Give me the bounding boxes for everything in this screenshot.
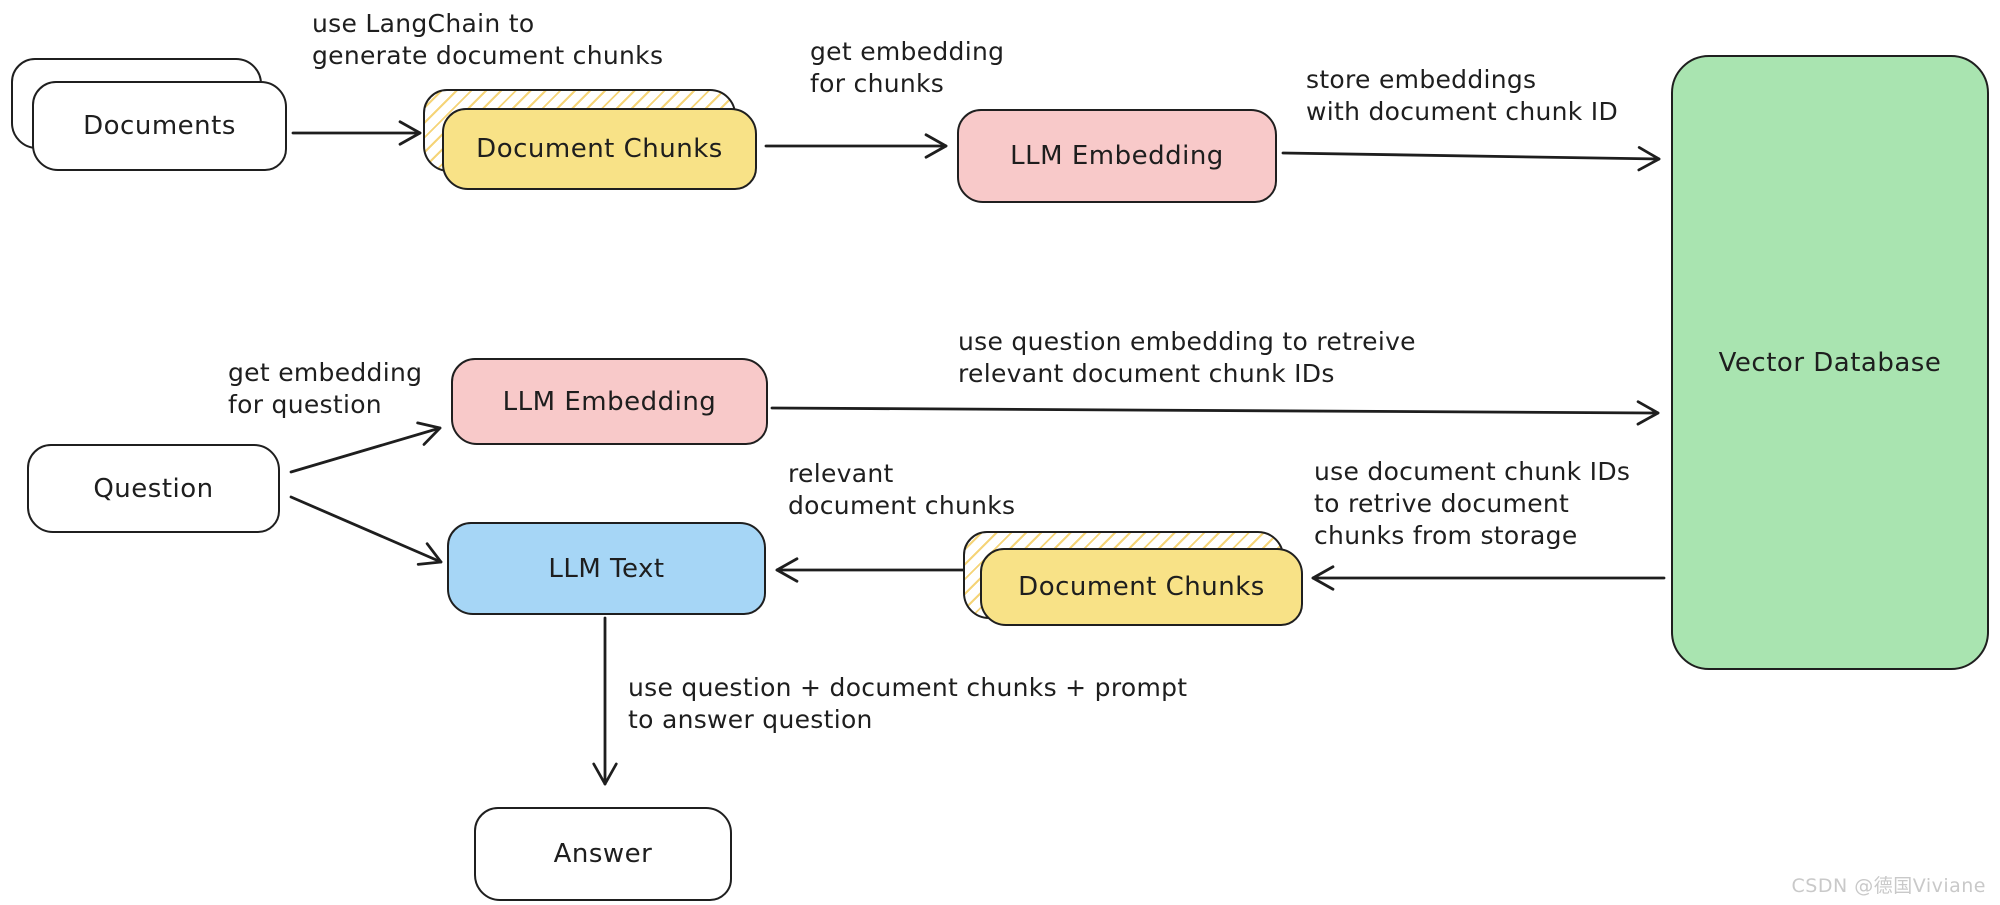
label-relevant-chunks: relevant document chunks [788,459,1016,520]
node-llm-text-label: LLM Text [548,553,665,584]
node-documents: Documents [32,81,287,171]
label-store-embeddings: store embeddings with document chunk ID [1306,65,1618,126]
node-llm-embedding-top-label: LLM Embedding [1010,141,1224,171]
node-doc-chunks-top: Document Chunks [442,108,757,190]
label-get-embedding-chunks: get embedding for chunks [810,37,1005,98]
node-llm-embedding-mid-label: LLM Embedding [502,386,717,417]
arrow-question-to-llm-embedding [289,421,442,474]
arrow-llm-embedding-to-vector-db [1281,146,1661,172]
node-vector-database: Vector Database [1671,55,1989,670]
node-llm-embedding-top: LLM Embedding [957,109,1277,203]
label-use-question-embedding: use question embedding to retreive relev… [958,327,1416,388]
csdn-watermark: CSDN @德国Viviane [1791,875,1986,897]
node-question: Question [27,444,280,533]
node-question-label: Question [93,473,214,504]
label-use-question-prompt: use question + document chunks + prompt … [628,673,1188,734]
node-answer-label: Answer [553,839,653,869]
node-doc-chunks-top-label: Document Chunks [476,134,723,164]
node-documents-label: Documents [83,111,236,141]
label-get-embedding-question: get embedding for question [228,358,423,419]
arrow-question-to-llm-text [289,495,443,566]
node-vector-database-label: Vector Database [1718,347,1942,378]
node-answer: Answer [474,807,732,901]
label-use-chunk-ids: use document chunk IDs to retrive docume… [1314,457,1631,550]
label-use-langchain: use LangChain to generate document chunk… [312,9,664,70]
node-doc-chunks-bottom: Document Chunks [980,548,1303,626]
node-doc-chunks-bottom-label: Document Chunks [1018,572,1265,602]
arrow-question-embedding-to-vector-db [770,400,1660,426]
node-llm-text: LLM Text [447,522,766,615]
node-llm-embedding-mid: LLM Embedding [451,358,768,445]
